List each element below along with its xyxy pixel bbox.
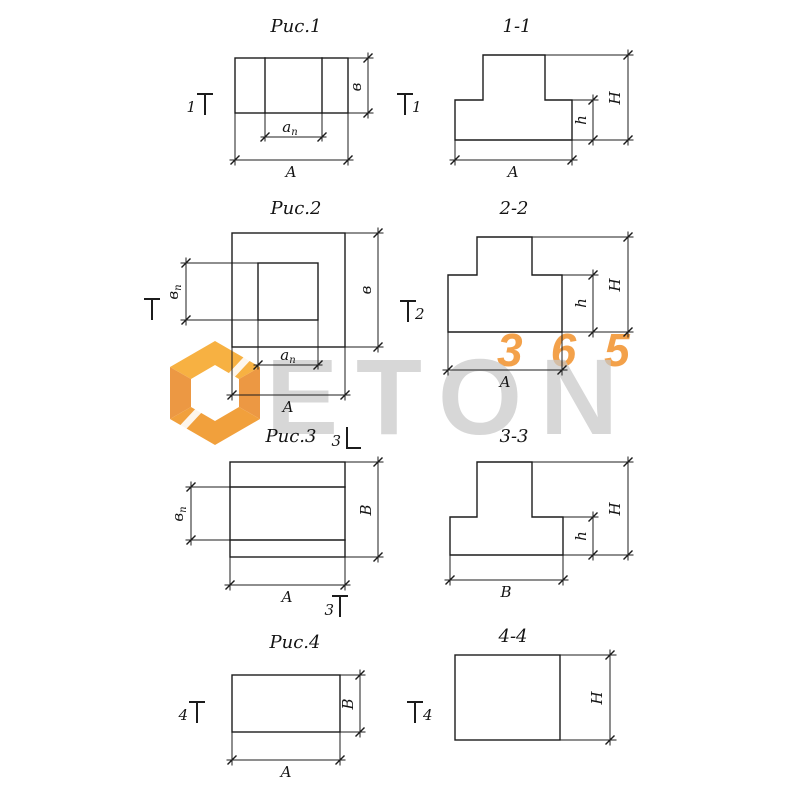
fig2-section: 2-2 h Н А	[442, 198, 634, 391]
fig2-plan: Рис.2 вп в 2 ап А	[144, 198, 425, 416]
fig1-section-dim-total: Н	[544, 49, 634, 146]
fig1-dim-inner-label: ап	[282, 118, 297, 138]
fig1-section-title: 1-1	[503, 16, 532, 37]
fig1-plan-outline	[234, 57, 349, 114]
fig3-section-flange-label: h	[572, 531, 590, 541]
fig4-section: 4-4 Н	[454, 626, 617, 746]
fig1-cut-number-right: 1	[412, 98, 422, 116]
fig2-dim-width-label: А	[281, 398, 293, 416]
fig3-plan-title: Рис.3	[265, 426, 317, 447]
fig4-plan: Рис.4 4 4 В А	[177, 632, 432, 781]
fig2-dim-height-label: в	[357, 285, 375, 294]
fig1-dim-height-label: в	[347, 82, 365, 91]
fig2-section-width-label: А	[498, 373, 510, 391]
fig2-plan-inner-outline	[257, 262, 319, 321]
fig1-section-flange-label: h	[572, 115, 590, 125]
fig2-cut-marker-left	[144, 298, 160, 320]
fig4-section-dim-total: Н	[559, 649, 617, 746]
hexagon-logo	[170, 341, 260, 445]
fig3-cut-marker-top: 3	[331, 427, 361, 450]
fig2-section-outline	[447, 236, 563, 333]
fig1-section-outline	[454, 54, 573, 141]
fig1-dim-height: в	[347, 52, 374, 119]
fig4-cut-marker-left: 4	[177, 701, 205, 724]
fig2-section-dim-total: Н	[531, 231, 634, 338]
fig4-dim-height: В	[339, 669, 366, 738]
fig3-section-title: 3-3	[500, 426, 529, 447]
fig4-dim-width: А	[226, 731, 346, 781]
fig4-cut-marker-right: 4	[407, 701, 433, 724]
fig2-cut-number-right: 2	[414, 305, 425, 323]
fig2-dim-height: в	[344, 227, 384, 353]
fig4-cut-number-right: 4	[422, 706, 433, 724]
fig2-dim-inner-width-label: ап	[280, 346, 295, 366]
fig3-dim-width-label: А	[280, 588, 292, 606]
fig2-dim-inner-width: ап	[252, 319, 324, 371]
fig4-dim-height-label: В	[339, 698, 357, 710]
fig3-section-dim-total: Н	[531, 456, 634, 561]
fig1-section-total-label: Н	[606, 91, 624, 106]
fig2-section-total-label: Н	[606, 278, 624, 293]
fig3-section-total-label: Н	[606, 502, 624, 517]
fig2-section-title: 2-2	[499, 198, 529, 219]
fig1-plan-title: Рис.1	[270, 16, 322, 37]
fig3-cut-number-bottom: 3	[324, 601, 334, 619]
fig2-plan-outline	[231, 232, 346, 348]
fig4-section-outline	[454, 654, 561, 741]
fig2-cut-marker-right: 2	[400, 300, 425, 323]
fig3-plan-outline	[229, 461, 346, 558]
fig1-cut-marker-left: 1	[186, 93, 213, 116]
fig3-section-dim-flange: h	[562, 511, 599, 561]
fig3-dim-height-label: В	[357, 504, 375, 516]
fig2-dim-width: А	[226, 346, 351, 416]
fig1-dim-width-label: А	[284, 163, 296, 181]
fig1-dim-width: А	[229, 112, 354, 181]
fig3-section-width-label: В	[499, 583, 511, 601]
fig1-cut-number-left: 1	[186, 98, 196, 116]
fig4-plan-outline	[231, 674, 341, 733]
watermark: 365 ETON	[170, 324, 636, 457]
fig4-section-title: 4-4	[498, 626, 528, 647]
fig2-section-flange-label: h	[572, 298, 590, 308]
fig2-dim-inner-height-label: вп	[164, 284, 184, 299]
fig1-section-dim-flange: h	[571, 94, 599, 146]
fig3-cut-number-top: 3	[331, 432, 341, 450]
fig1-section: 1-1 h Н А	[449, 16, 634, 181]
fig2-section-dim-flange: h	[561, 269, 599, 338]
fig3-dim-inner-height-label: вп	[169, 506, 189, 521]
fig2-section-dim-width: А	[442, 331, 568, 391]
fig2-plan-title: Рис.2	[270, 198, 322, 219]
fig1-plan: Рис.1 1 1 в ап А	[186, 16, 421, 181]
fig3-section: 3-3 h Н В	[444, 426, 634, 601]
fig3-dim-width: А	[224, 556, 351, 606]
fig3-section-outline	[449, 461, 564, 556]
fig3-dim-inner-height: вп	[169, 481, 231, 546]
fig4-plan-title: Рис.4	[269, 632, 321, 653]
fig1-section-width-label: А	[506, 163, 518, 181]
fig2-dim-inner-height: вп	[164, 257, 259, 326]
fig4-section-total-label: Н	[588, 691, 606, 706]
fig3-dim-height: В	[344, 456, 384, 563]
fig1-plan-inner-lines	[264, 57, 323, 114]
fig1-cut-marker-right: 1	[397, 93, 422, 116]
fig3-section-dim-width: В	[444, 554, 569, 601]
fig1-dim-inner-width: ап	[259, 112, 328, 143]
fig1-section-dim-width: А	[449, 139, 578, 181]
fig3-cut-marker-bottom: 3	[324, 595, 348, 619]
fig3-plan: Рис.3 3 вп В А 3	[169, 426, 384, 619]
watermark-brand: ETON	[266, 336, 636, 457]
fig4-cut-number-left: 4	[177, 706, 188, 724]
fig3-plan-inner-lines	[229, 486, 346, 541]
fig4-dim-width-label: А	[279, 763, 291, 781]
